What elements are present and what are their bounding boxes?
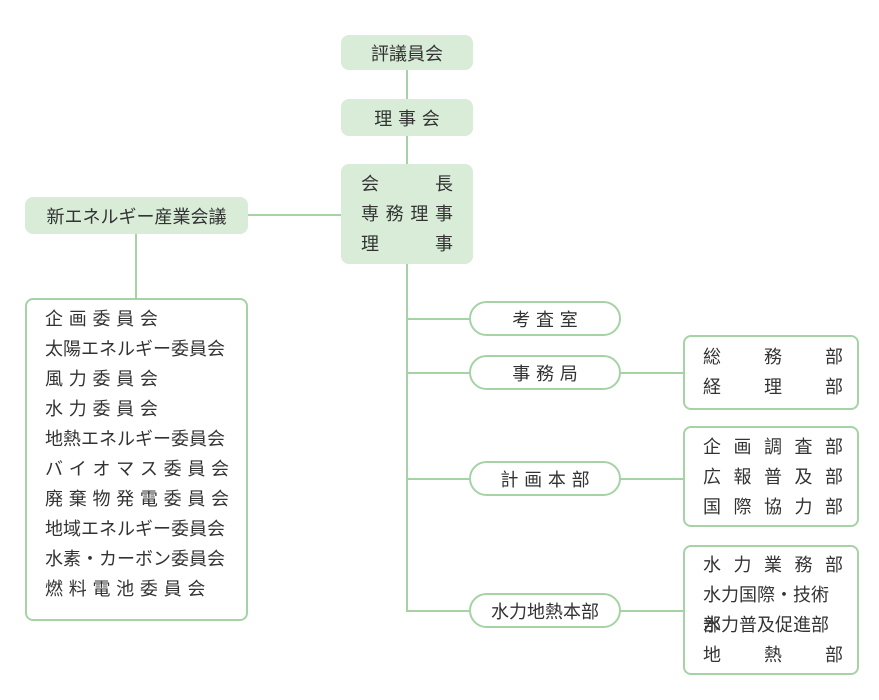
list-item-char: 専 [361,204,379,225]
list-item-char: 部 [825,347,843,368]
list-item-char: 総 [703,347,721,368]
list-item: 企画調査部 [703,433,843,463]
connector-board-executives [406,135,408,165]
connector-audit [406,318,470,320]
list-item: 理事 [361,230,453,260]
list-item-char: 理 [410,204,429,225]
connector-planning-depts [620,478,684,480]
list-item-char: 務 [385,204,404,225]
list-item-char: 業 [764,555,782,576]
list-item-char: 及 [794,467,813,488]
list-item: バ イ オ マ ス 委 員 会 [45,459,230,480]
connector-main-trunk [406,263,408,611]
list-item-char: 経 [703,377,721,398]
list-item: 会長 [361,170,453,200]
list-item-char: 会 [361,174,379,195]
list-item-char: 部 [825,555,843,576]
audit-office-label: 考 査 室 [512,309,578,331]
list-item: 水力国際・技術部 [703,585,829,636]
list-item-char: 熱 [764,645,782,666]
connector-planning [406,478,470,480]
list-item: 廃 棄 物 発 電 委 員 会 [45,489,230,510]
list-item-char: 力 [794,497,813,518]
board-label: 理 事 会 [374,108,440,130]
list-item: 専務理事 [361,200,453,230]
conference-title: 新エネルギー産業会議 [46,206,227,228]
list-item-char: 務 [764,347,782,368]
list-item-char: 理 [361,234,379,255]
list-item: 地熱部 [703,641,843,671]
connector-council-board [406,69,408,99]
list-item-char: 調 [764,437,782,458]
hydro-label: 水力地熱本部 [491,601,599,623]
secretariat-unit: 事 務 局 [469,355,621,390]
list-item: 地域エネルギー委員会 [45,519,225,540]
executives-box: 会長専務理事理事 [341,164,473,264]
list-item: 燃 料 電 池 委 員 会 [45,579,206,600]
list-item: 太陽エネルギー委員会 [45,339,225,360]
list-item-char: 普 [764,467,782,488]
connector-secretariat-depts [620,372,684,374]
connector-conference-committees [135,232,137,300]
list-item-char: 部 [825,377,843,398]
conference-box: 新エネルギー産業会議 [25,197,248,234]
list-item: 水力業務部 [703,551,843,581]
list-item-char: 力 [733,555,752,576]
list-item-char: 際 [733,497,752,518]
planning-departments: 企画調査部広報普及部国際協力部 [683,426,859,527]
list-item-char: 部 [825,645,843,666]
hydro-unit: 水力地熱本部 [469,593,621,628]
hydro-departments: 水力業務部水力国際・技術部水力普及促進部地熱部 [683,545,859,675]
list-item-char: 協 [764,497,782,518]
planning-unit: 計 画 本 部 [469,461,621,496]
list-item-char: 長 [435,174,453,195]
connector-hydro-depts [620,610,684,612]
list-item-char: 画 [733,437,752,458]
list-item: 企 画 委 員 会 [45,309,158,330]
secretariat-departments: 総務部経理部 [683,335,859,410]
list-item-char: 地 [703,645,721,666]
list-item-char: 事 [434,204,453,225]
list-item-char: 国 [703,497,721,518]
connector-hydro [406,610,470,612]
list-item-char: 企 [703,437,721,458]
list-item: 広報普及部 [703,463,843,493]
list-item-char: 部 [825,437,843,458]
list-item-char: 部 [825,497,843,518]
list-item-char: 事 [435,234,453,255]
council-box: 評議員会 [341,35,473,70]
audit-office: 考 査 室 [469,301,621,336]
list-item: 水 力 委 員 会 [45,399,158,420]
list-item: 地熱エネルギー委員会 [45,429,225,450]
list-item-char: 務 [794,555,813,576]
connector-secretariat [406,372,470,374]
board-box: 理 事 会 [341,99,473,136]
list-item: 水力普及促進部 [703,615,829,636]
planning-label: 計 画 本 部 [500,469,590,491]
list-item: 経理部 [703,373,843,403]
list-item: 総務部 [703,343,843,373]
list-item: 水素・カーボン委員会 [45,549,225,570]
list-item: 風 力 委 員 会 [45,369,158,390]
connector-conference-executives [248,214,341,216]
list-item: 国際協力部 [703,493,843,523]
list-item-char: 報 [733,467,752,488]
list-item-char: 広 [703,467,721,488]
secretariat-label: 事 務 局 [512,363,578,385]
committee-box: 企 画 委 員 会太陽エネルギー委員会風 力 委 員 会水 力 委 員 会地熱エ… [25,298,248,621]
council-label: 評議員会 [371,43,443,65]
list-item-char: 部 [825,467,843,488]
list-item-char: 理 [764,377,782,398]
list-item-char: 査 [794,437,813,458]
list-item-char: 水 [703,555,721,576]
